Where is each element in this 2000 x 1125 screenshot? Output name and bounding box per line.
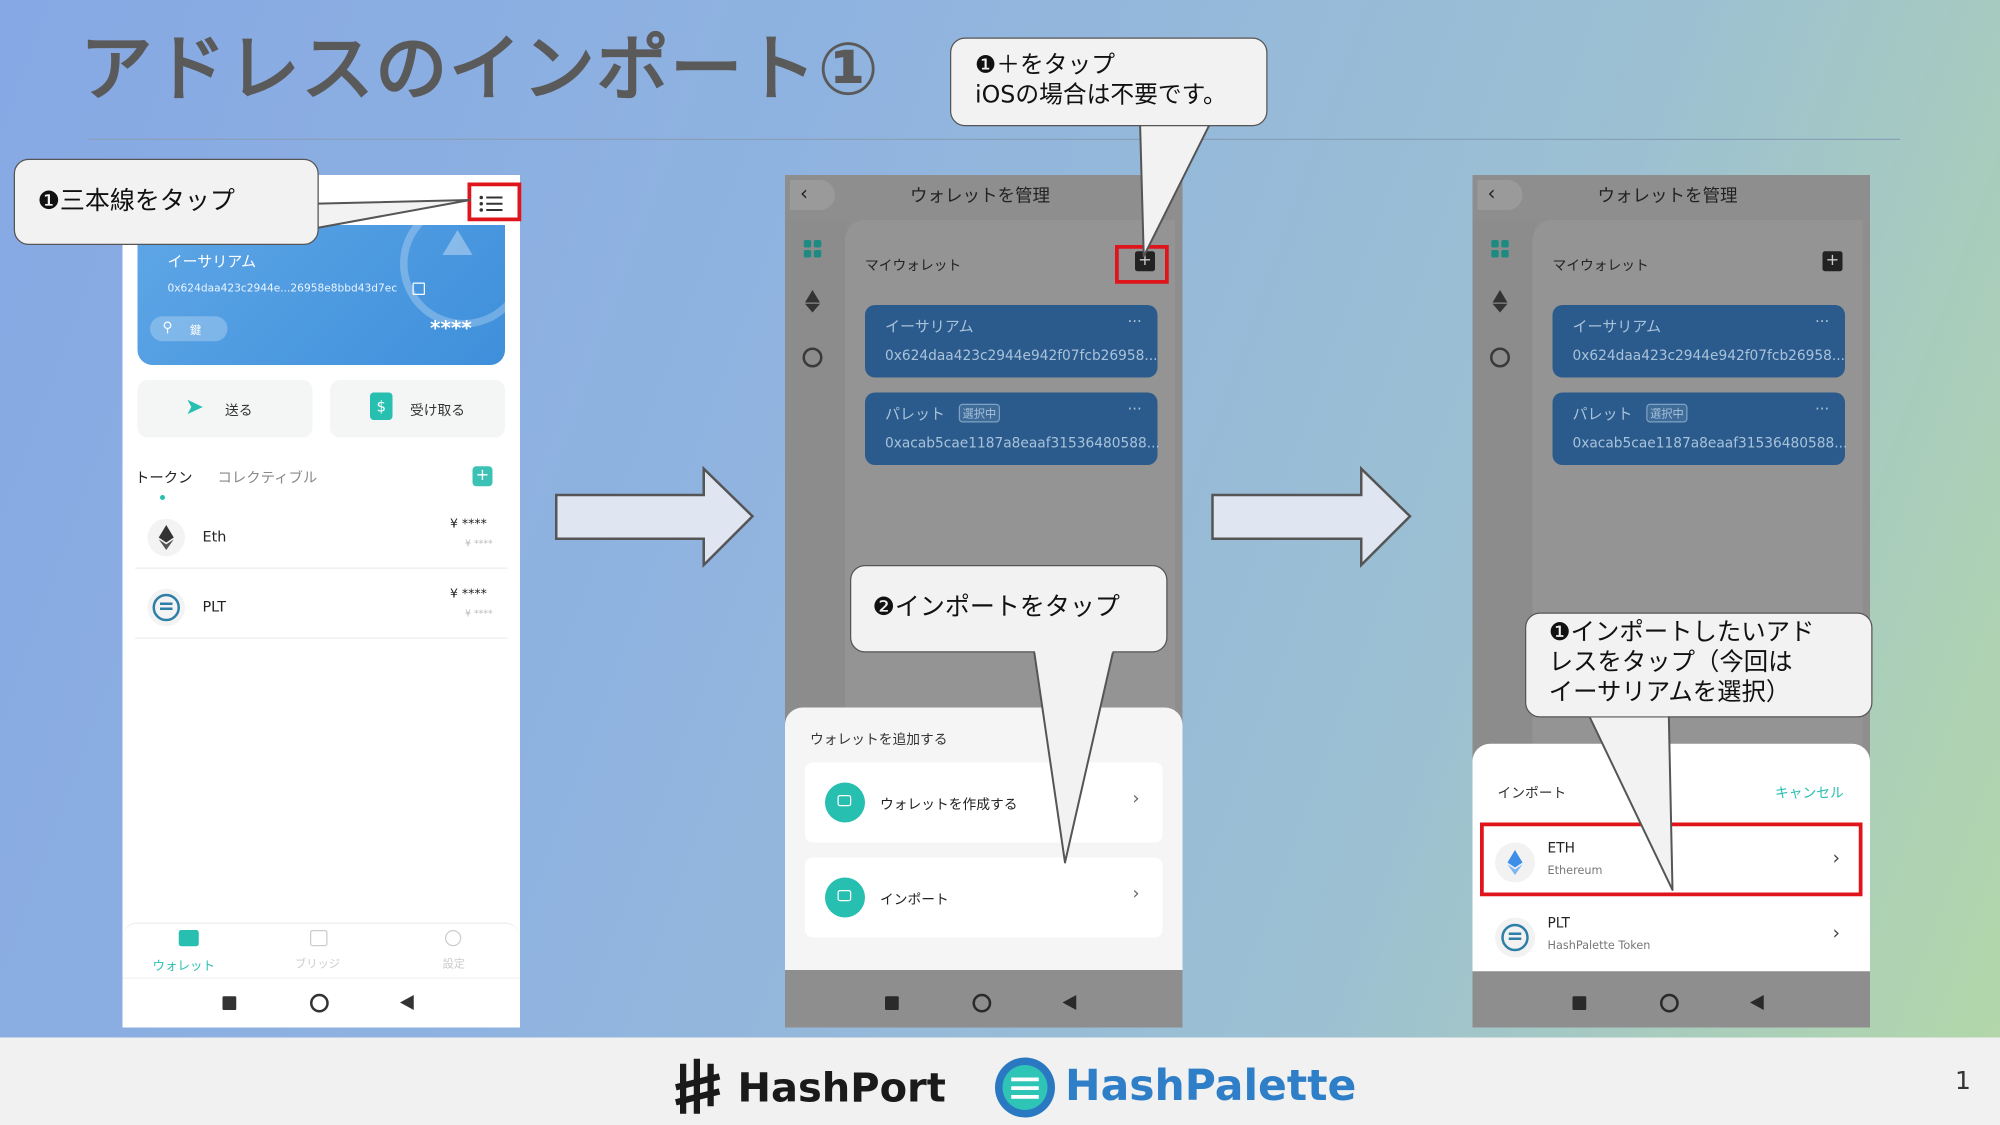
sheet-title: ウォレットを追加する <box>810 729 948 749</box>
hashpalette-logo-icon <box>995 1058 1055 1118</box>
bridge-icon <box>310 930 328 946</box>
wallet-card-balance: **** <box>430 316 472 340</box>
apps-icon[interactable] <box>1491 240 1509 258</box>
hashport-logo-text: HashPort <box>738 1064 946 1112</box>
wallet-list-item[interactable]: パレット 選択中 ··· 0xacab5cae1187a8eaaf3153648… <box>1553 393 1846 466</box>
back-icon[interactable] <box>1750 995 1764 1010</box>
more-icon[interactable]: ··· <box>1128 313 1142 331</box>
token-row[interactable]: PLT ¥ **** ¥ **** <box>135 578 508 639</box>
recents-icon[interactable] <box>1573 996 1587 1010</box>
key-chip[interactable]: ⚲ 鍵 <box>150 316 228 341</box>
token-row[interactable]: Eth ¥ **** ¥ **** <box>135 508 508 569</box>
settings-icon <box>445 930 461 946</box>
header-title: ウォレットを管理 <box>910 183 1050 208</box>
create-wallet-button[interactable]: ウォレットを作成する › <box>805 763 1163 843</box>
recents-icon[interactable] <box>223 996 237 1010</box>
home-icon[interactable] <box>973 994 992 1013</box>
slide-title: アドレスのインポート① <box>80 10 880 115</box>
chevron-right-icon: › <box>1133 789 1140 809</box>
plt-icon <box>148 589 186 627</box>
phone-screen-wallet: イーサリアム 0x624daa423c2944e...26958e8bbd43d… <box>123 175 521 1028</box>
wallet-list-item[interactable]: パレット 選択中 ··· 0xacab5cae1187a8eaaf3153648… <box>865 393 1158 466</box>
copy-icon[interactable] <box>413 283 426 296</box>
send-icon: ➤ <box>185 394 204 420</box>
wallet-card[interactable]: イーサリアム 0x624daa423c2944e...26958e8bbd43d… <box>138 225 506 365</box>
callout-add-text: ❶＋をタップ iOSの場合は不要です。 <box>975 50 1227 110</box>
import-wallet-button[interactable]: インポート › <box>805 858 1163 938</box>
import-wallet-icon <box>825 878 865 918</box>
selected-badge: 選択中 <box>959 404 1000 423</box>
import-option-plt[interactable]: PLT HashPalette Token › <box>1473 900 1871 975</box>
wallet-card-address: 0x624daa423c2944e...26958e8bbd43d7ec <box>168 283 398 296</box>
cancel-button[interactable]: キャンセル <box>1775 783 1844 803</box>
tab-collectibles[interactable]: コレクティブル <box>218 468 318 488</box>
recents-icon[interactable] <box>885 996 899 1010</box>
more-icon[interactable]: ··· <box>1815 400 1829 418</box>
back-chevron-icon[interactable]: ‹ <box>790 180 835 210</box>
ethereum-rail-icon[interactable] <box>805 290 820 303</box>
send-button[interactable]: ➤ 送る <box>138 380 313 438</box>
highlight-menu-icon <box>468 183 522 222</box>
title-divider <box>88 139 1901 140</box>
nav-settings[interactable]: 設定 <box>410 925 498 975</box>
callout-import-text: ❷インポートをタップ <box>873 591 1120 621</box>
create-wallet-icon <box>825 783 865 823</box>
wallet-card-name: イーサリアム <box>168 250 257 271</box>
home-icon[interactable] <box>1660 994 1679 1013</box>
eth-icon <box>148 519 186 557</box>
home-icon[interactable] <box>310 994 329 1013</box>
palette-rail-icon[interactable] <box>803 348 823 368</box>
hashport-logo-icon <box>673 1056 723 1119</box>
highlight-eth-option <box>1480 823 1863 897</box>
add-token-icon[interactable]: + <box>473 466 493 486</box>
chevron-right-icon: › <box>1133 884 1140 904</box>
back-chevron-icon[interactable]: ‹ <box>1478 180 1523 210</box>
add-wallet-icon[interactable]: + <box>1823 251 1843 271</box>
sheet-title: インポート <box>1498 783 1567 803</box>
page-number: 1 <box>1955 1065 1971 1095</box>
wallet-list-item[interactable]: イーサリアム ··· 0x624daa423c2944e942f07fcb269… <box>1553 305 1846 378</box>
selected-badge: 選択中 <box>1646 404 1687 423</box>
back-icon[interactable] <box>1063 995 1077 1010</box>
highlight-add-icon <box>1115 245 1169 284</box>
tab-tokens[interactable]: トークン <box>135 468 193 488</box>
callout-select-address-text: ❶インポートしたいアド レスをタップ（今回は イーサリアムを選択） <box>1549 618 1815 708</box>
phone-screen-manage-wallet-import: ‹ ウォレットを管理 マイウォレット + イーサリアム ··· 0x624daa… <box>1473 175 1871 1028</box>
apps-icon[interactable] <box>804 240 822 258</box>
more-icon[interactable]: ··· <box>1815 313 1829 331</box>
more-icon[interactable]: ··· <box>1128 400 1142 418</box>
ethereum-rail-icon[interactable] <box>1493 290 1508 303</box>
back-icon[interactable] <box>400 995 414 1010</box>
section-label: マイウォレット <box>1553 255 1649 275</box>
nav-bridge[interactable]: ブリッジ <box>278 925 366 975</box>
palette-rail-icon[interactable] <box>1490 348 1510 368</box>
receive-button[interactable]: $ 受け取る <box>330 380 505 438</box>
wallet-list-item[interactable]: イーサリアム ··· 0x624daa423c2944e942f07fcb269… <box>865 305 1158 378</box>
callout-menu-text: ❶三本線をタップ <box>38 185 235 215</box>
nav-wallet[interactable]: ウォレット <box>148 925 236 975</box>
header-title: ウォレットを管理 <box>1598 183 1738 208</box>
section-label: マイウォレット <box>865 255 961 275</box>
key-icon: ⚲ <box>163 319 173 335</box>
chevron-right-icon: › <box>1833 921 1841 944</box>
plt-icon <box>1495 918 1535 958</box>
tab-active-indicator <box>160 495 165 500</box>
receive-icon: $ <box>370 393 393 421</box>
wallet-icon <box>179 930 199 946</box>
hashpalette-logo-text: HashPalette <box>1065 1061 1356 1111</box>
